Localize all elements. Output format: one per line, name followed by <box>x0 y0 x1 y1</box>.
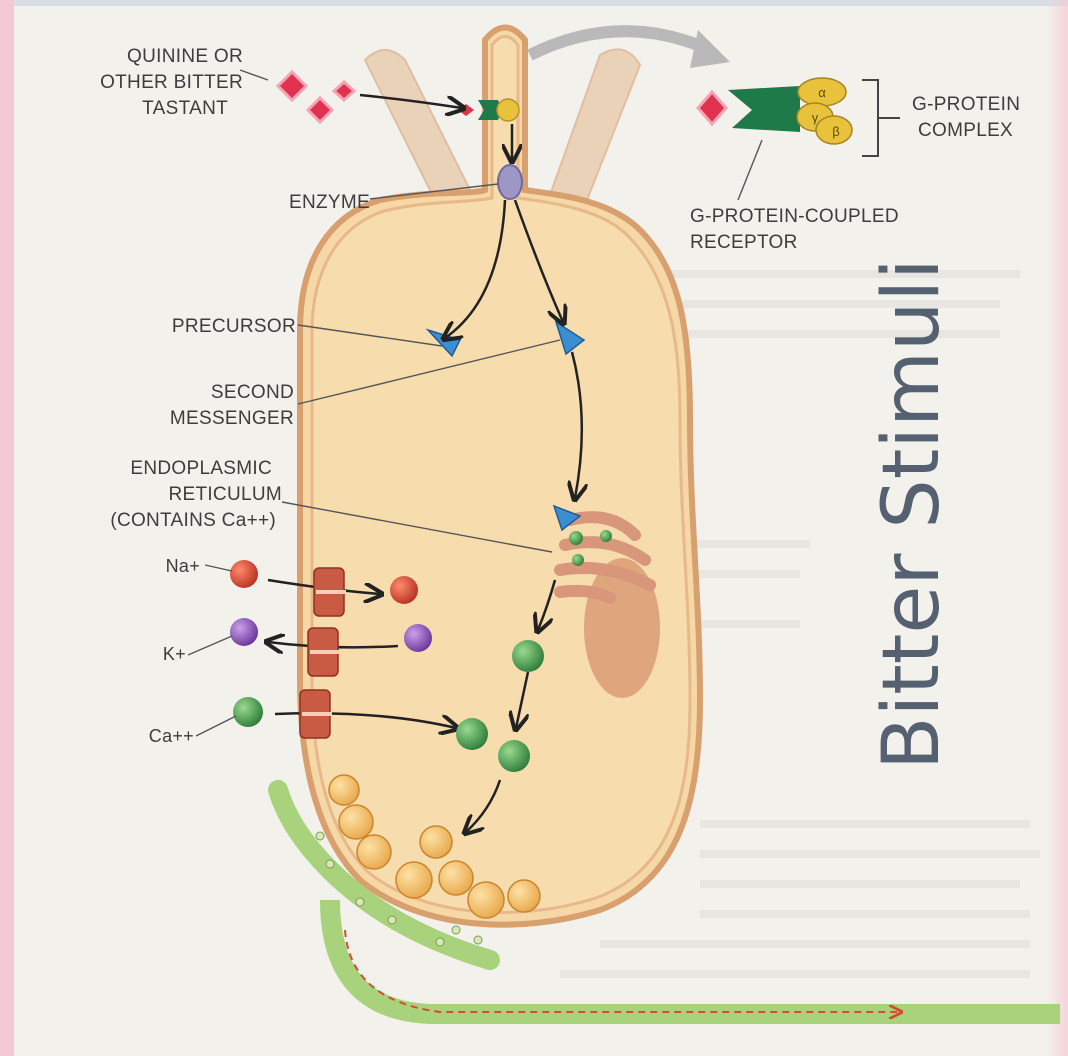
label-gpcr-2: RECEPTOR <box>690 232 798 253</box>
label-gprotein-1: G-PROTEIN <box>912 94 1020 115</box>
k-ion-inside <box>404 624 432 652</box>
gamma-label: γ <box>812 110 819 125</box>
enzyme <box>498 165 522 199</box>
label-enzyme: ENZYME <box>289 192 370 213</box>
alpha-label: α <box>818 85 826 100</box>
label-er-3: (CONTAINS Ca++) <box>110 510 276 531</box>
label-tastant-1: QUININE OR <box>127 46 243 67</box>
tastant-molecules <box>278 72 354 122</box>
label-precursor: PRECURSOR <box>172 316 296 337</box>
label-second-messenger-2: MESSENGER <box>170 408 294 429</box>
label-k: K+ <box>163 644 186 664</box>
receptor-on-cell <box>458 99 519 121</box>
beta-label: β <box>832 124 839 139</box>
label-second-messenger-1: SECOND <box>211 382 294 403</box>
figure-title: Bitter Stimuli <box>867 258 957 770</box>
label-er-2: RETICULUM <box>168 484 282 505</box>
label-er-1: ENDOPLASMIC <box>130 458 272 479</box>
ca-ion-inside-2 <box>498 740 530 772</box>
na-ion-inside <box>390 576 418 604</box>
neighbor-cell-left <box>365 50 470 210</box>
gprotein-bracket <box>862 80 900 156</box>
na-ion-outside <box>230 560 258 588</box>
label-tastant-2: OTHER BITTER <box>100 72 243 93</box>
ca-ion-inside-1 <box>456 718 488 750</box>
label-gpcr-1: G-PROTEIN-COUPLED <box>690 206 899 227</box>
k-ion-outside <box>230 618 258 646</box>
label-tastant-3: TASTANT <box>142 98 228 119</box>
neighbor-cell-right <box>550 49 640 205</box>
ca-ion-outside <box>233 697 263 727</box>
taste-cell <box>300 28 700 925</box>
ca-ion-released <box>512 640 544 672</box>
label-ca: Ca++ <box>149 726 194 746</box>
label-gprotein-2: COMPLEX <box>918 120 1013 141</box>
enlarged-receptor-complex: α γ β <box>698 78 852 144</box>
label-na: Na+ <box>166 556 200 576</box>
